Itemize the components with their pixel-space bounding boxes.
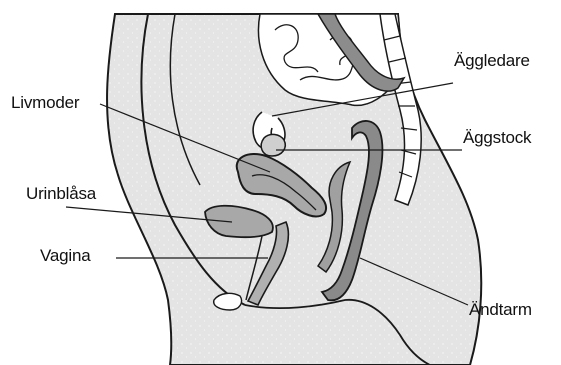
label-fallopian-tube: Äggledare (454, 52, 530, 69)
label-rectum: Ändtarm (469, 301, 532, 318)
label-urinary-bladder: Urinblåsa (26, 185, 96, 202)
label-ovary: Äggstock (463, 129, 531, 146)
label-uterus: Livmoder (11, 94, 79, 111)
ovary (261, 134, 285, 156)
label-vagina: Vagina (40, 247, 90, 264)
pubic-bone (214, 293, 242, 310)
